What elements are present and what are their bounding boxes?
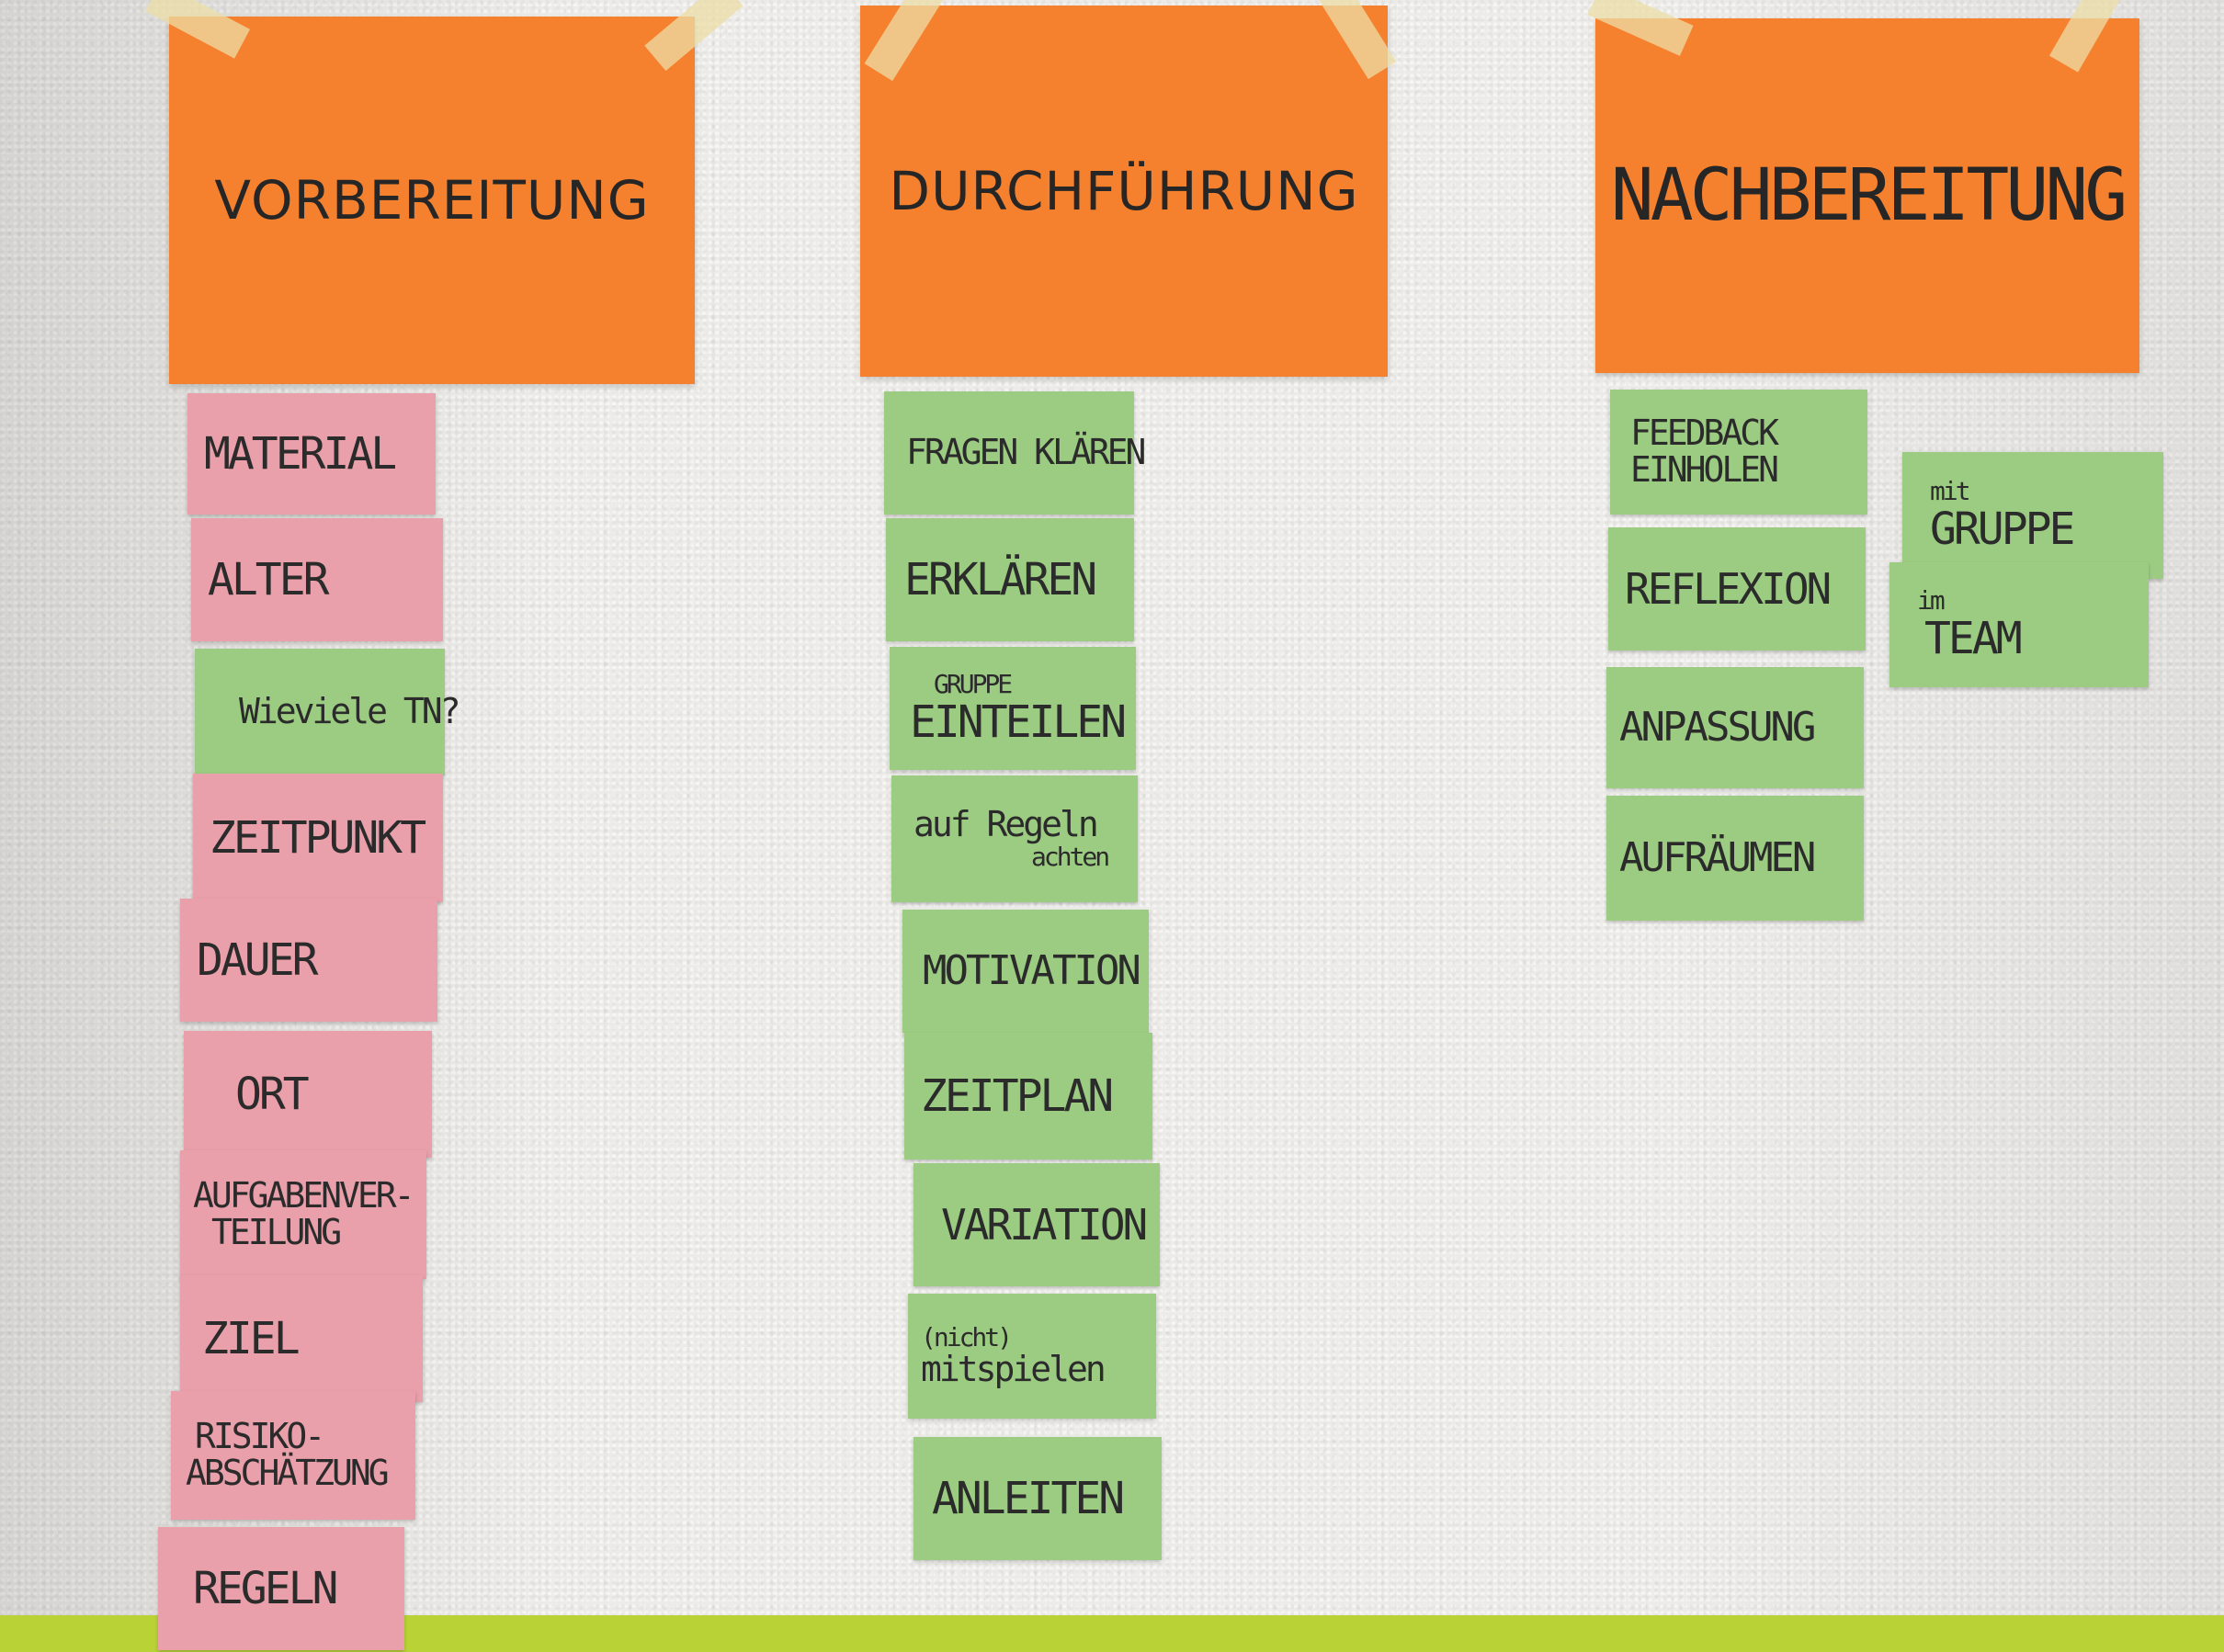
card-line: FRAGEN KLÄREN (906, 432, 1146, 473)
card-nicht-mitspielen: (nicht) mitspielen (908, 1294, 1156, 1419)
card-line: VARIATION (941, 1199, 1148, 1250)
card-risikoabschaetzung: RISIKO- ABSCHÄTZUNG (171, 1391, 415, 1520)
card-zeitpunkt: ZEITPUNKT (193, 774, 443, 902)
card-auf-regeln-achten: auf Regeln achten (891, 775, 1138, 902)
card-line: TEILUNG (211, 1212, 342, 1252)
card-line: mit (1930, 476, 1971, 507)
card-wieviele-tn: Wieviele TN? (195, 649, 461, 775)
card-line: ANPASSUNG (1619, 703, 1816, 751)
card-line: AUFGABENVER- (193, 1175, 415, 1216)
card-ziel: ZIEL (180, 1275, 423, 1402)
card-line: GRUPPE (934, 669, 1013, 700)
card-line: REGELN (193, 1562, 338, 1614)
card-line: GRUPPE (1930, 504, 2075, 556)
card-fragen-klaeren: FRAGEN KLÄREN (884, 391, 1146, 515)
card-material: MATERIAL (187, 393, 436, 515)
header-vorbereitung-label: VORBEREITUNG (214, 169, 650, 232)
card-alter: ALTER (191, 518, 443, 641)
header-durchfuehrung-label: DURCHFÜHRUNG (889, 160, 1359, 222)
card-line: TEAM (1924, 613, 2023, 665)
card-line: ZIEL (202, 1312, 301, 1364)
card-line: achten (1031, 841, 1110, 872)
card-line: ERKLÄREN (904, 553, 1097, 605)
card-line: REFLEXION (1625, 563, 1832, 614)
card-dauer: DAUER (180, 899, 437, 1022)
card-line: ALTER (208, 553, 330, 605)
card-ort: ORT (184, 1031, 432, 1158)
card-mit-gruppe: mit GRUPPE (1902, 452, 2163, 579)
header-vorbereitung: VORBEREITUNG (169, 17, 695, 384)
card-line: MOTIVATION (923, 946, 1141, 994)
card-line: mitspielen (921, 1349, 1106, 1390)
card-motivation: MOTIVATION (902, 910, 1149, 1033)
card-line: MATERIAL (204, 427, 397, 480)
card-line: RISIKO- (195, 1416, 325, 1457)
card-line: auf Regeln (913, 803, 1099, 844)
card-aufgabenverteilung: AUFGABENVER- TEILUNG (180, 1150, 426, 1279)
header-nachbereitung: NACHBEREITUNG (1595, 18, 2139, 373)
header-nachbereitung-label: NACHBEREITUNG (1610, 154, 2128, 237)
card-im-team: im TEAM (1889, 562, 2149, 687)
card-line: EINTEILEN (910, 696, 1127, 749)
card-line: (nicht) (921, 1321, 1013, 1352)
card-line: ZEITPLAN (921, 1069, 1114, 1122)
card-line: ZEITPUNKT (210, 811, 426, 864)
card-regeln: REGELN (158, 1527, 404, 1650)
card-gruppe-einteilen: GRUPPE EINTEILEN (890, 647, 1136, 770)
card-line: ABSCHÄTZUNG (186, 1453, 390, 1493)
card-anpassung: ANPASSUNG (1606, 667, 1864, 788)
card-aufraeumen: AUFRÄUMEN (1606, 796, 1864, 921)
card-line: DAUER (197, 933, 319, 986)
card-zeitplan: ZEITPLAN (904, 1033, 1152, 1160)
card-erklaeren: ERKLÄREN (886, 518, 1134, 641)
card-variation: VARIATION (913, 1163, 1160, 1286)
card-line: FEEDBACK (1630, 413, 1779, 454)
card-line: Wieviele TN? (239, 691, 461, 732)
card-line: EINHOLEN (1630, 449, 1779, 490)
card-line: ANLEITEN (932, 1472, 1125, 1524)
header-durchfuehrung: DURCHFÜHRUNG (860, 6, 1388, 377)
card-anleiten: ANLEITEN (913, 1437, 1162, 1560)
card-feedback-einholen: FEEDBACK EINHOLEN (1610, 390, 1867, 515)
card-line: ORT (235, 1068, 310, 1120)
card-reflexion: REFLEXION (1608, 527, 1866, 651)
card-line: AUFRÄUMEN (1619, 833, 1816, 881)
card-line: im (1917, 585, 1946, 617)
